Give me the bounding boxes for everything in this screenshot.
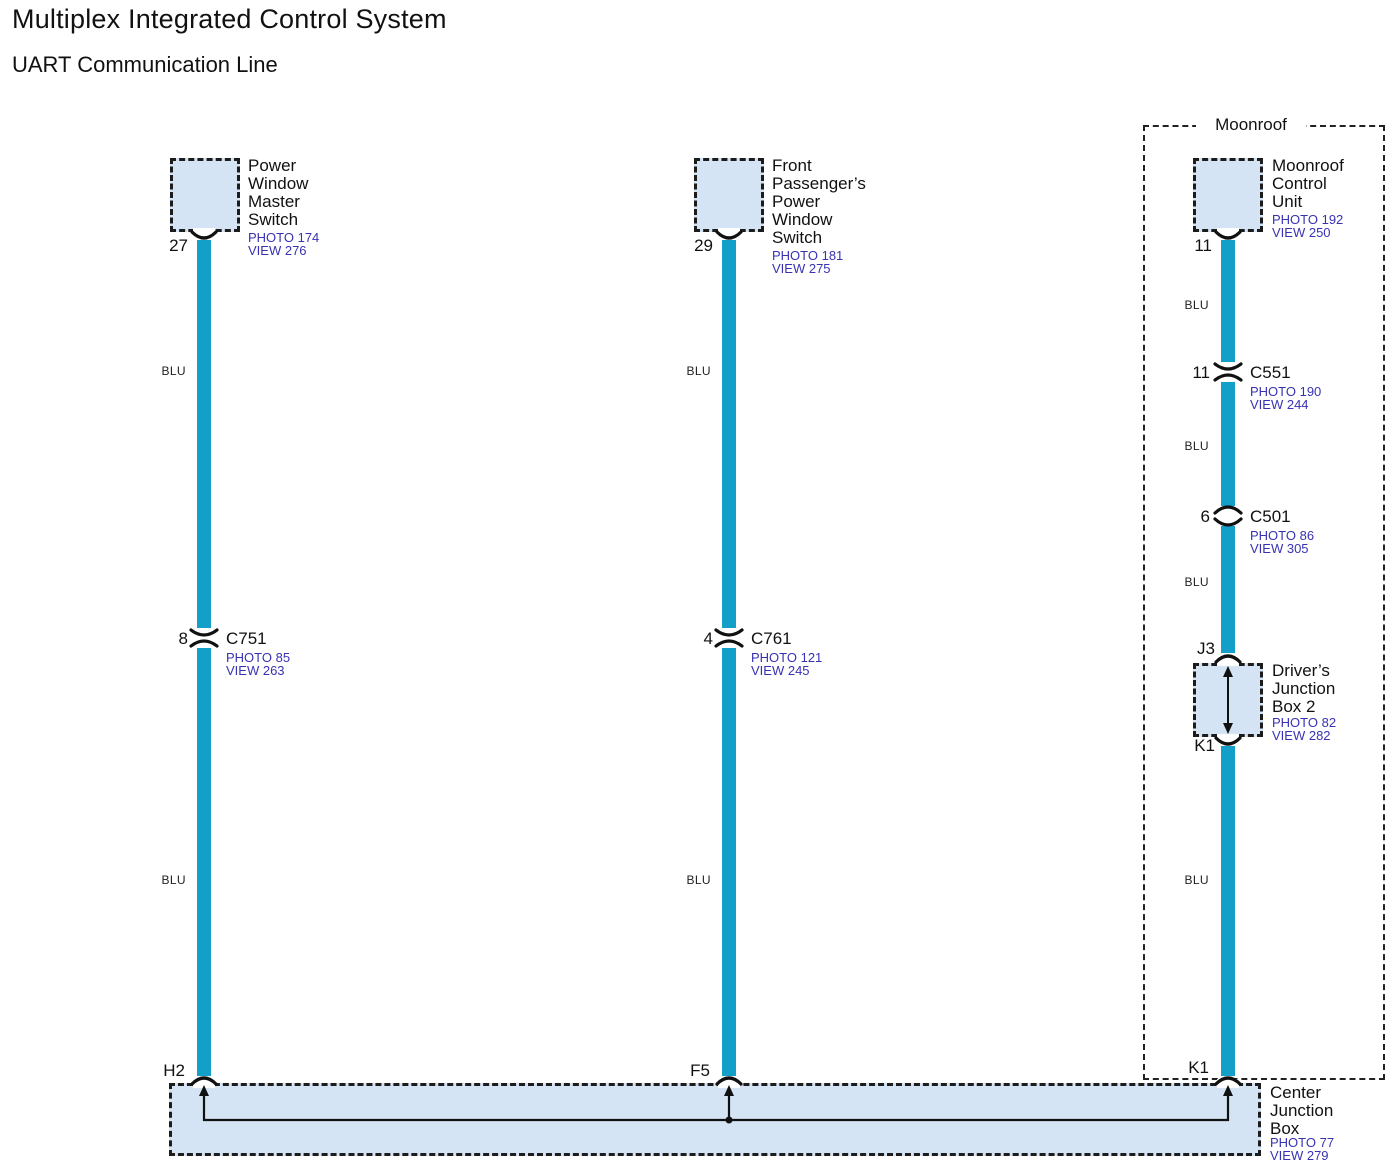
front-passenger-power-window-switch-label: Front Passenger’s Power Window Switch bbox=[772, 156, 866, 247]
djb2-pin-label-k1: K1 bbox=[1194, 736, 1215, 755]
c761-connector-symbol-icon bbox=[714, 628, 744, 648]
c751-pin-label: 8 bbox=[178, 629, 188, 648]
left-view-link[interactable]: VIEW 276 bbox=[248, 243, 307, 258]
drivers-junction-box-2-label: Driver’s Junction Box 2 bbox=[1272, 661, 1336, 716]
moonroof-boundary bbox=[1143, 125, 1385, 1080]
cjb-photo-link[interactable]: PHOTO 77 bbox=[1270, 1135, 1335, 1150]
c751-name-label: C751 bbox=[226, 629, 267, 648]
right-uart-wire-upper bbox=[1221, 240, 1235, 653]
middle-wire-color-lower: BLU bbox=[686, 873, 711, 887]
c501-name-label: C501 bbox=[1250, 507, 1291, 526]
pin-29-connector-arc-icon bbox=[715, 228, 743, 240]
left-wire-color-lower: BLU bbox=[161, 873, 186, 887]
cjb-pin-label-k1: K1 bbox=[1188, 1058, 1209, 1077]
djb2-internal-arrow-icon bbox=[1223, 666, 1233, 734]
right-wire-color-2: BLU bbox=[1184, 439, 1209, 453]
left-uart-wire bbox=[197, 240, 211, 1076]
c751-connector-symbol-icon bbox=[189, 628, 219, 648]
djb2-view-link[interactable]: VIEW 282 bbox=[1272, 728, 1331, 743]
cjb-pin-label-f5: F5 bbox=[690, 1061, 710, 1080]
front-passenger-power-window-switch-box bbox=[694, 158, 764, 232]
djb2-k1-exit-arc-icon bbox=[1214, 734, 1242, 746]
c761-view-link[interactable]: VIEW 245 bbox=[751, 663, 810, 678]
djb2-pin-label-j3: J3 bbox=[1197, 639, 1215, 658]
c551-pin-label: 11 bbox=[1192, 363, 1210, 382]
cjb-k1-entry-arc-icon bbox=[1214, 1076, 1242, 1088]
cjb-h2-entry-arc-icon bbox=[190, 1076, 218, 1088]
right-photo-link[interactable]: PHOTO 192 bbox=[1272, 212, 1344, 227]
pin-label-11: 11 bbox=[1194, 236, 1212, 255]
right-wire-color-1: BLU bbox=[1184, 298, 1209, 312]
c551-photo-link[interactable]: PHOTO 190 bbox=[1250, 384, 1322, 399]
middle-uart-wire bbox=[722, 240, 736, 1076]
cjb-internal-bus-icon bbox=[199, 1085, 1233, 1124]
pin-label-29: 29 bbox=[694, 236, 713, 255]
c501-view-link[interactable]: VIEW 305 bbox=[1250, 541, 1309, 556]
c761-pin-label: 4 bbox=[703, 629, 713, 648]
c761-photo-link[interactable]: PHOTO 121 bbox=[751, 650, 823, 665]
left-wire-color-upper: BLU bbox=[161, 364, 186, 378]
c551-name-label: C551 bbox=[1250, 363, 1291, 382]
djb2-j3-entry-arc-icon bbox=[1214, 654, 1242, 666]
right-wire-color-4: BLU bbox=[1184, 873, 1209, 887]
c501-photo-link[interactable]: PHOTO 86 bbox=[1250, 528, 1315, 543]
middle-wire-color-upper: BLU bbox=[686, 364, 711, 378]
c551-view-link[interactable]: VIEW 244 bbox=[1250, 397, 1309, 412]
page-title: Multiplex Integrated Control System bbox=[12, 4, 447, 34]
c761-name-label: C761 bbox=[751, 629, 792, 648]
moonroof-control-unit-label: Moonroof Control Unit bbox=[1272, 156, 1344, 211]
moonroof-control-unit-box bbox=[1193, 158, 1263, 232]
middle-view-link[interactable]: VIEW 275 bbox=[772, 261, 831, 276]
pin-27-connector-arc-icon bbox=[190, 228, 218, 240]
c751-photo-link[interactable]: PHOTO 85 bbox=[226, 650, 291, 665]
c751-view-link[interactable]: VIEW 263 bbox=[226, 663, 285, 678]
right-view-link[interactable]: VIEW 250 bbox=[1272, 225, 1331, 240]
cjb-view-link[interactable]: VIEW 279 bbox=[1270, 1148, 1329, 1163]
page-subtitle: UART Communication Line bbox=[12, 52, 278, 77]
c551-connector-symbol-icon bbox=[1213, 362, 1243, 382]
pin-label-27: 27 bbox=[169, 236, 188, 255]
power-window-master-switch-box bbox=[170, 158, 240, 232]
moonroof-zone-label: Moonroof bbox=[1196, 115, 1306, 135]
middle-photo-link[interactable]: PHOTO 181 bbox=[772, 248, 844, 263]
cjb-pin-label-h2: H2 bbox=[163, 1061, 185, 1080]
right-wire-color-3: BLU bbox=[1184, 575, 1209, 589]
c501-connector-symbol-icon bbox=[1213, 505, 1243, 527]
power-window-master-switch-label: Power Window Master Switch bbox=[248, 156, 309, 229]
left-photo-link[interactable]: PHOTO 174 bbox=[248, 230, 320, 245]
cjb-f5-entry-arc-icon bbox=[715, 1076, 743, 1088]
right-uart-wire-lower bbox=[1221, 746, 1235, 1076]
djb2-photo-link[interactable]: PHOTO 82 bbox=[1272, 715, 1337, 730]
center-junction-box-label: Center Junction Box bbox=[1270, 1083, 1334, 1138]
pin-11-connector-arc-icon bbox=[1214, 228, 1242, 240]
c501-pin-label: 6 bbox=[1200, 507, 1210, 526]
